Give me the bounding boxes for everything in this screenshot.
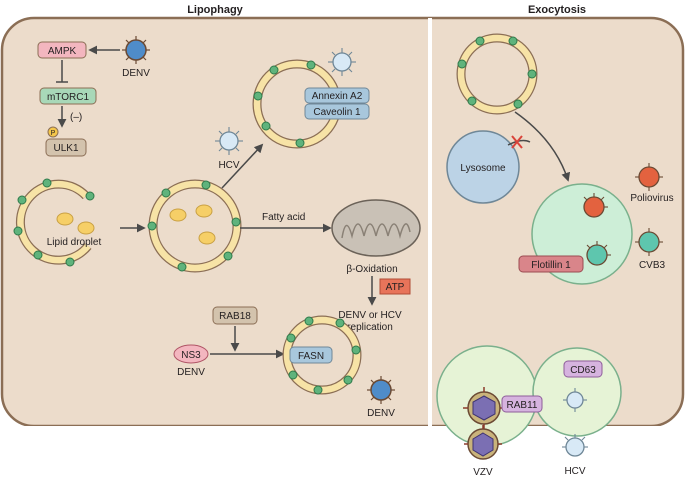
denv-virus-bottom <box>367 376 395 404</box>
hcv-label-exocytosis: HCV <box>564 466 585 477</box>
ulk1-label: ULK1 <box>53 143 78 154</box>
cd63-label: CD63 <box>570 365 596 376</box>
fatty-acid-label: Fatty acid <box>262 212 305 223</box>
ampk-label: AMPK <box>48 46 77 57</box>
lipid-droplet-label: Lipid droplet <box>47 237 102 248</box>
exocytosis-arrow <box>514 111 571 182</box>
poliovirus-label: Poliovirus <box>630 193 673 204</box>
annexin-box <box>304 87 370 104</box>
cvb3-label: CVB3 <box>639 260 666 271</box>
ns3-ellipse <box>173 344 209 364</box>
blocked-cross-icon <box>511 135 523 149</box>
denv-virus-top <box>122 36 150 64</box>
poliovirus-legend-icon <box>635 163 663 191</box>
beta-oxidation-label: β-Oxidation <box>346 264 397 275</box>
hcv-virus-lipophagy <box>215 127 243 155</box>
rab11-box <box>501 395 543 413</box>
rab18-label: RAB18 <box>219 311 251 322</box>
cvb3-inside <box>586 241 611 266</box>
hcv-virus-top <box>328 48 356 76</box>
fasn-box <box>289 346 333 364</box>
autophagosome-to-vesicle-arrow <box>221 143 264 189</box>
denv-bottom-label: DENV <box>367 408 395 419</box>
vzv-label: VZV <box>473 467 493 478</box>
flotillin-box <box>518 255 584 273</box>
lysosome-label: Lysosome <box>460 163 506 174</box>
atp-box <box>379 278 411 295</box>
minus-label: (–) <box>70 112 82 123</box>
hcv-virus-outside <box>562 434 588 457</box>
hcv-virus-inside <box>563 388 587 412</box>
fasn-label: FASN <box>298 351 324 362</box>
denv-top-label: DENV <box>122 68 150 79</box>
mtorc1-label: mTORC1 <box>47 92 89 103</box>
flotillin-label: Flotillin 1 <box>531 260 571 271</box>
phagophore-lipid-droplet <box>13 178 95 267</box>
ns3-label: NS3 <box>181 350 201 361</box>
exo-autophagosome <box>456 33 538 115</box>
vzv-virus-inside <box>463 387 505 429</box>
blocked-fusion-line <box>507 139 531 146</box>
annexin-label: Annexin A2 <box>312 91 363 102</box>
phosphate-label: P <box>51 130 56 137</box>
ns3-virus-label: DENV <box>177 367 205 378</box>
lipophagy-header: Lipophagy <box>187 4 243 16</box>
cvb3-legend-icon <box>635 228 663 256</box>
mitochondrion <box>331 199 421 257</box>
ulk1-box <box>45 138 87 157</box>
hcv-label-lipophagy: HCV <box>218 160 239 171</box>
rab11-label: RAB11 <box>507 400 538 411</box>
atp-label: ATP <box>386 282 405 293</box>
autophagosome <box>147 179 242 273</box>
ampk-box <box>37 41 87 59</box>
replication-line2: replication <box>347 322 393 333</box>
phosphate-marker <box>47 126 59 138</box>
caveolin-label: Caveolin 1 <box>313 107 361 118</box>
caveolin-box <box>304 103 370 120</box>
lysosome <box>446 130 520 204</box>
exocytosis-header: Exocytosis <box>528 4 586 16</box>
vzv-virus-outside <box>464 425 502 460</box>
rab18-box <box>212 306 258 325</box>
poliovirus-inside <box>583 193 608 218</box>
mtorc1-box <box>39 87 97 105</box>
cd63-box <box>563 360 603 378</box>
fasn-vesicle <box>282 315 362 395</box>
replication-line1: DENV or HCV <box>338 310 402 321</box>
